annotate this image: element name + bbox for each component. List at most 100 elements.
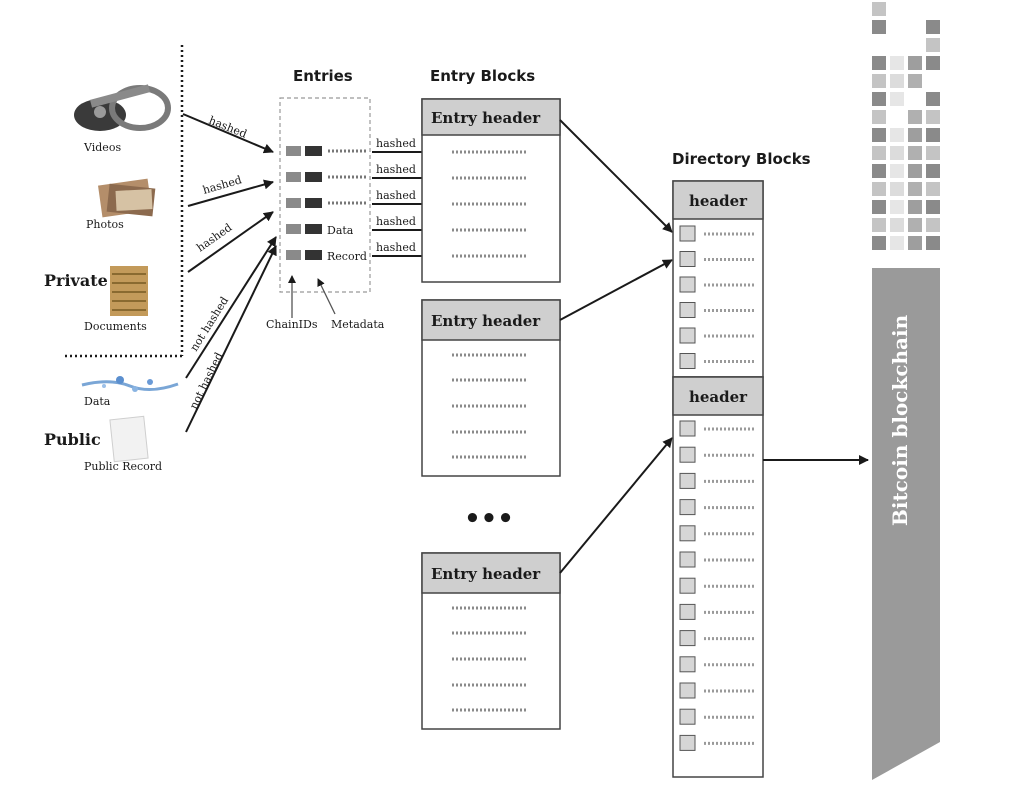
pixel-tile (926, 38, 940, 52)
entry-header-bar (421, 98, 561, 136)
entry-hashed-label-5: hashed (376, 241, 416, 254)
directory-block-2: header (672, 376, 764, 778)
directory-row-square (679, 472, 696, 489)
documents-label: Documents (84, 320, 147, 333)
pixel-tile (890, 128, 904, 142)
pixel-tile (890, 200, 904, 214)
pixel-tile (872, 74, 886, 88)
directory-row-square (679, 276, 696, 293)
pixel-tile (926, 92, 940, 106)
directory-row-square (679, 327, 696, 344)
entry-header-label: Entry header (431, 312, 541, 330)
directory-row-square (679, 420, 696, 437)
entry-data-label: Data (327, 224, 354, 237)
film-reel-icon (74, 84, 171, 131)
pixel-tile (890, 146, 904, 160)
directory-blocks-title: Directory Blocks (672, 150, 811, 168)
directory-header-label: header (689, 192, 748, 210)
directory-row (679, 446, 754, 463)
directory-row (679, 420, 754, 437)
directory-row (679, 276, 754, 293)
documents-icon (110, 266, 148, 316)
public-label: Public (44, 430, 101, 449)
directory-row-square (679, 708, 696, 725)
metadata-label: Metadata (331, 318, 385, 331)
pixel-tile (926, 110, 940, 124)
directory-block-1: header (672, 180, 764, 378)
data-label: Data (84, 395, 111, 408)
directory-row-square (679, 734, 696, 751)
directory-row-square (679, 499, 696, 516)
photos-hashed-label: hashed (201, 173, 243, 197)
pixel-tile (926, 182, 940, 196)
entry-row (286, 146, 366, 156)
pixel-tile (926, 146, 940, 160)
pixel-tile (908, 182, 922, 196)
bitcoin-blockchain-bar (872, 268, 940, 780)
data-not-hashed-label: not hashed (188, 294, 232, 353)
directory-header-bar (672, 180, 764, 220)
pixel-tile (908, 128, 922, 142)
photos-arrow (187, 179, 274, 207)
pixel-tile (908, 236, 922, 250)
directory-row (679, 251, 754, 267)
bitcoin-blockchain-label: Bitcoin blockchain (888, 314, 912, 526)
directory-row-square (679, 603, 696, 620)
directory-row (679, 302, 754, 318)
data-scatter-icon (81, 376, 179, 392)
directory-header-bar (672, 376, 764, 416)
entry-hashed-label-3: hashed (376, 189, 416, 202)
videos-arrow (182, 113, 274, 154)
directory-row-square (679, 551, 696, 568)
pixel-tile (872, 2, 886, 16)
entry-hashed-label-1: hashed (376, 137, 416, 150)
directory-row (679, 577, 754, 594)
pixel-tile (908, 74, 922, 88)
pixel-tile (926, 128, 940, 142)
directory-row (679, 499, 754, 516)
entry-block-1: Entry header (421, 98, 561, 283)
directory-row (679, 225, 754, 242)
directory-row-square (679, 656, 696, 673)
entries-title: Entries (293, 67, 353, 85)
directory-row-square (679, 577, 696, 594)
entry-block-3: Entry header (421, 552, 561, 730)
directory-row (679, 656, 754, 673)
videos-hashed-label: hashed (207, 114, 249, 141)
photos-icon (98, 178, 156, 218)
pixel-tile (926, 56, 940, 70)
directory-row (679, 551, 754, 568)
pixel-tile (872, 110, 886, 124)
entry-record-label: Record (327, 250, 367, 263)
metadata-pointer (317, 278, 336, 315)
directory-row (679, 630, 754, 647)
directory-row-square (679, 225, 696, 242)
pixel-pattern (872, 2, 940, 250)
pixel-tile (890, 92, 904, 106)
directory-row-square (679, 353, 696, 369)
document-page-icon (109, 415, 149, 463)
pixel-tile (908, 146, 922, 160)
public-record-label: Public Record (84, 460, 162, 473)
pixel-tile (872, 164, 886, 178)
directory-row (679, 682, 754, 699)
private-label: Private (44, 271, 108, 290)
pixel-tile (890, 236, 904, 250)
entry-row-data: Data (286, 224, 354, 237)
data-arrow (185, 236, 277, 379)
entry-block-2-arrow (559, 259, 673, 321)
pixel-tile (890, 218, 904, 232)
directory-row (679, 327, 754, 344)
pixel-tile (908, 218, 922, 232)
entry-header-bar (421, 552, 561, 594)
pixel-tile (890, 164, 904, 178)
photos-label: Photos (86, 218, 124, 231)
pixel-tile (926, 164, 940, 178)
pixel-tile (890, 182, 904, 196)
pixel-tile (926, 236, 940, 250)
entry-hashed-label-4: hashed (376, 215, 416, 228)
entry-hashed-label-2: hashed (376, 163, 416, 176)
pixel-tile (872, 128, 886, 142)
entry-row-record: Record (286, 250, 367, 263)
